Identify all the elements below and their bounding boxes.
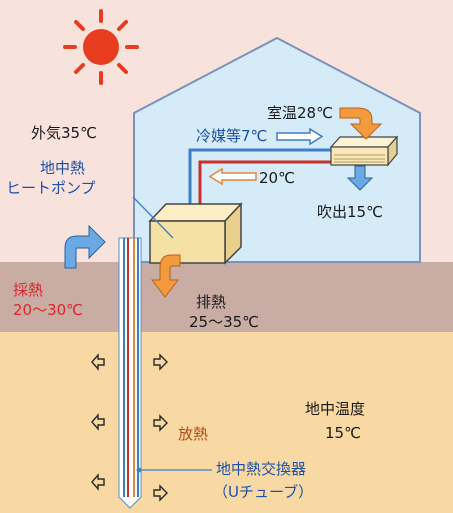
outlet-label: 吹出15℃ [317,203,383,221]
indoor-air-conditioner-icon [329,135,399,167]
u-tube-exchanger [118,237,142,509]
refrigerant-label: 冷媒等7℃ [196,127,268,145]
outlet-air-arrow-icon [346,165,374,191]
room-temp-label: 室温28℃ [267,104,333,122]
heat-pump-label-line1: 地中熱 [40,159,86,177]
underground-band [0,332,453,513]
exhaust-arrow-icon [150,254,181,298]
exhaust-heat-label: 排熱 [196,293,227,311]
heat-release-arrow-icon [91,353,168,502]
room-air-arrow-icon [339,107,383,140]
return-temp-label: 20℃ [259,169,295,187]
collection-arrow-icon [64,224,106,269]
heat-collection-range: 20〜30℃ [13,301,84,319]
heat-pump-label-line2: ヒートポンプ [6,179,96,197]
heat-release-label: 放熱 [178,425,209,443]
ground-temp-title: 地中温度 [305,400,366,418]
exchanger-label-line1: 地中熱交換器 [216,460,307,478]
sun-icon [63,9,139,85]
refrigerant-flow-arrow-icon [276,127,324,146]
exchanger-label-line2: （Uチューブ） [213,483,314,501]
heat-pump-leader-line [132,196,174,239]
ground-temp-value: 15℃ [325,424,361,442]
refrigerant-pipes [188,148,331,205]
outside-air-label: 外気35℃ [31,124,97,142]
return-flow-arrow-icon [208,167,257,186]
ground-surface-band [0,262,453,332]
exhaust-range-label: 25〜35℃ [189,313,260,331]
exchanger-leader-dot [136,467,142,473]
outdoor-unit-icon [148,202,243,265]
heat-collection-label: 採熱 [13,281,44,299]
